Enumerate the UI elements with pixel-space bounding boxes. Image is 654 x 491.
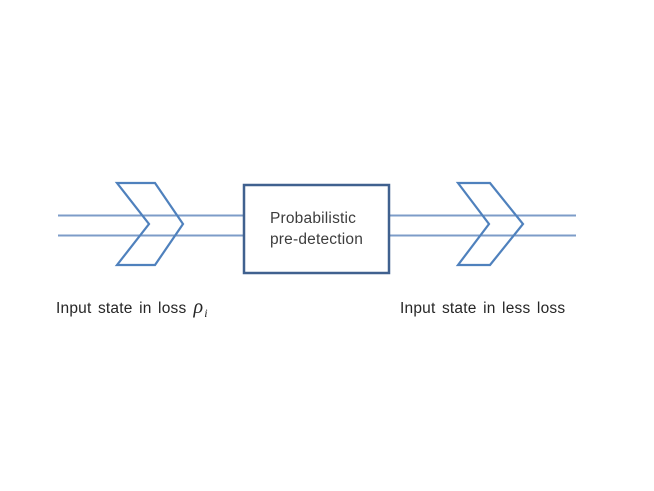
right-caption: Input state in less loss	[400, 300, 565, 318]
input-chevron-right-icon	[114, 181, 185, 267]
rho-symbol: ρ	[193, 296, 204, 318]
left-caption-text: Input state in loss	[56, 300, 187, 317]
right-caption-text: Input state in less loss	[400, 300, 566, 317]
left-caption: Input state in loss ρi	[56, 296, 208, 321]
process-box	[242, 183, 391, 275]
output-chevron-right-icon	[455, 181, 525, 267]
rho-subscript: i	[204, 306, 208, 320]
